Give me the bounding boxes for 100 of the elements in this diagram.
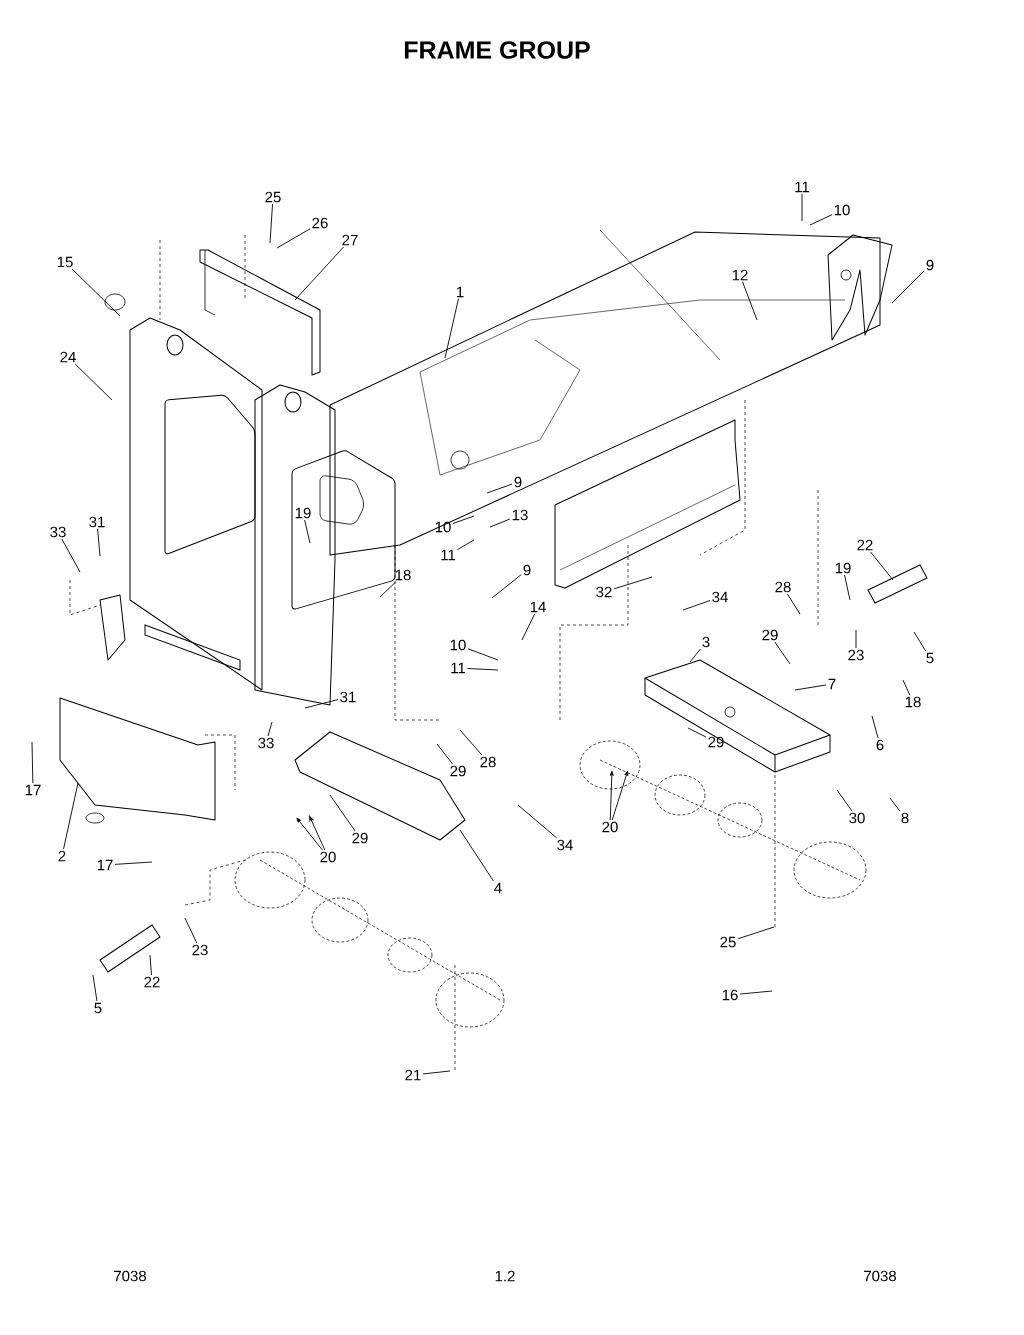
leader-line: [902, 679, 911, 696]
leader-line: [114, 861, 153, 865]
leader-line: [296, 817, 323, 851]
callout-number: 17: [25, 784, 41, 796]
leader-line: [682, 600, 711, 611]
callout-number: 11: [795, 181, 810, 193]
leader-line: [809, 214, 833, 226]
callout-number: 18: [905, 696, 921, 708]
leader-line: [467, 648, 499, 661]
leader-line: [687, 727, 707, 738]
callout-number: 4: [494, 882, 502, 894]
leader-line: [309, 815, 326, 851]
leader-line: [467, 668, 499, 671]
callout-number: 22: [144, 976, 160, 988]
leader-line: [92, 974, 98, 1002]
callout-number: 19: [295, 507, 311, 519]
callout-number: 29: [450, 765, 466, 777]
callout-number: 14: [530, 601, 546, 613]
callout-number: 20: [602, 821, 618, 833]
title: FRAME GROUP: [404, 41, 590, 59]
callout-number: 20: [320, 851, 336, 863]
callout-number: 30: [849, 812, 865, 824]
leader-line: [149, 954, 152, 976]
callout-number: 21: [405, 1069, 421, 1081]
leader-line: [459, 829, 494, 882]
leader-line: [786, 593, 801, 615]
callout-number: 25: [720, 936, 736, 948]
leader-line: [891, 270, 925, 304]
leader-line: [486, 483, 513, 494]
callout-number: 3: [702, 636, 710, 648]
callout-number: 33: [50, 526, 66, 538]
callout-number: 11: [441, 549, 456, 561]
leader-line: [689, 648, 701, 663]
leader-line: [74, 363, 113, 401]
callout-number: 32: [596, 586, 612, 598]
callout-number: 1: [456, 286, 464, 298]
leader-line: [855, 629, 857, 649]
leader-line: [844, 574, 851, 601]
leader-line: [913, 631, 927, 652]
leader-line: [521, 613, 536, 641]
leader-line: [801, 193, 803, 222]
leader-line: [304, 699, 339, 709]
callout-number: 9: [926, 259, 934, 271]
leader-line: [794, 684, 827, 691]
callout-number: 18: [395, 569, 411, 581]
leader-line: [611, 770, 629, 821]
page-number: 1.2: [495, 1270, 515, 1282]
leader-line: [452, 515, 475, 524]
leader-line: [422, 1070, 451, 1075]
leader-line: [269, 203, 273, 244]
leader-line: [444, 298, 459, 359]
leader-line: [489, 518, 511, 528]
leader-line: [609, 770, 614, 821]
callout-number: 5: [926, 652, 934, 664]
leader-line: [742, 281, 758, 321]
callout-number: 34: [712, 591, 728, 603]
callout-number: 33: [258, 737, 274, 749]
leader-line: [613, 576, 653, 590]
leader-line: [294, 246, 345, 301]
callout-number: 10: [450, 639, 466, 651]
callout-number: 28: [775, 581, 791, 593]
leader-line: [267, 721, 273, 737]
callout-number: 15: [57, 256, 73, 268]
callout-number: 25: [265, 191, 281, 203]
callout-number: 6: [876, 739, 884, 751]
callout-number: 5: [94, 1002, 102, 1014]
leader-line: [379, 581, 397, 598]
leader-line: [739, 990, 773, 995]
callout-number: 29: [762, 629, 778, 641]
callout-number: 23: [192, 944, 208, 956]
callout-number: 10: [834, 204, 850, 216]
callout-number: 11: [451, 662, 466, 674]
leader-line: [836, 789, 853, 812]
leader-line: [459, 729, 483, 756]
callout-number: 24: [60, 351, 76, 363]
callout-number: 7: [828, 678, 836, 690]
leader-line: [63, 782, 79, 850]
callout-number: 23: [848, 649, 864, 661]
leader-line: [457, 539, 475, 550]
callout-number: 9: [523, 564, 531, 576]
callout-number: 26: [312, 217, 328, 229]
leader-line: [491, 574, 522, 599]
leader-line: [329, 794, 356, 832]
page-number: 7038: [114, 1270, 146, 1282]
callout-number: 16: [722, 989, 738, 1001]
leader-line: [436, 743, 453, 765]
leader-line: [31, 741, 34, 784]
leader-line: [889, 797, 901, 812]
callout-number: 22: [857, 539, 873, 551]
callout-number: 12: [732, 269, 748, 281]
leader-line: [304, 519, 311, 544]
leader-line: [871, 715, 879, 739]
callout-number: 31: [89, 516, 105, 528]
callout-number: 27: [342, 234, 358, 246]
leader-line: [184, 917, 198, 944]
callout-number: 34: [557, 839, 573, 851]
callout-number: 2: [58, 850, 66, 862]
page-number: 7038: [864, 1270, 896, 1282]
leader-line: [276, 228, 311, 249]
callout-number: 31: [340, 691, 356, 703]
